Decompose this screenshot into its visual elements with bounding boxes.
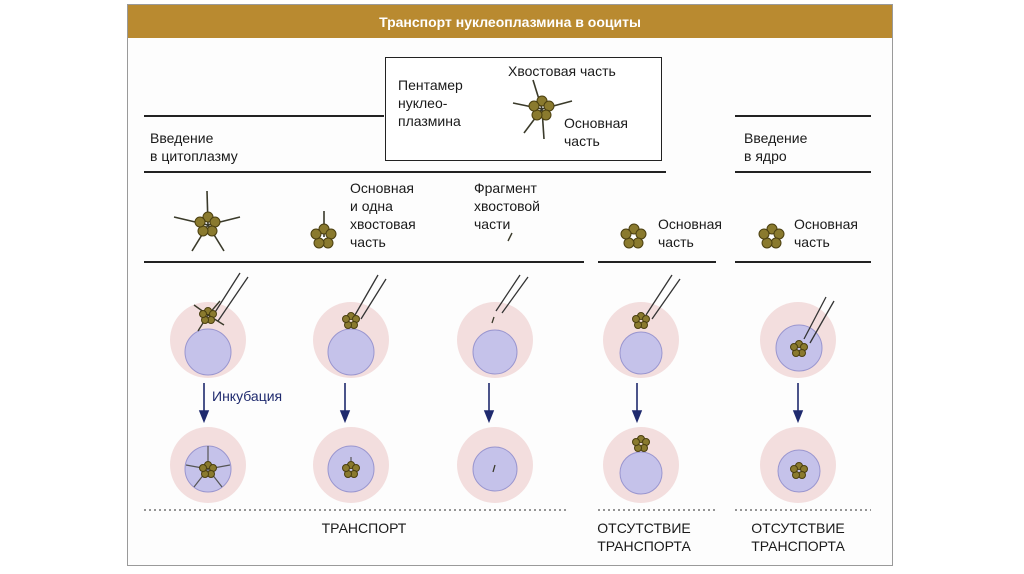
section-nucleus-label: Введение в ядро bbox=[744, 130, 808, 164]
rule-mid-right bbox=[735, 261, 871, 263]
oocyte-result-2 bbox=[313, 427, 389, 503]
figure-title: Транспорт нуклеоплазмина в ооциты bbox=[128, 5, 892, 38]
molecule-full-pentamer bbox=[173, 190, 241, 252]
oocyte-injection-2 bbox=[313, 274, 389, 378]
result-no-transport-nucleus: ОТСУТСТВИЕ ТРАНСПОРТА bbox=[751, 520, 845, 554]
rule-top-left bbox=[144, 115, 384, 117]
incubation-label: Инкубация bbox=[212, 388, 283, 404]
rule-section-right bbox=[735, 171, 871, 173]
legend-box: Пентамер нуклео- плазмина Хвостовая част… bbox=[385, 57, 662, 161]
oocyte-injection-4 bbox=[603, 274, 681, 378]
oocyte-result-5 bbox=[760, 427, 836, 503]
result-transport: ТРАНСПОРТ bbox=[321, 520, 407, 536]
diagram-graphics bbox=[144, 79, 871, 511]
legend-core-label: Основная часть bbox=[564, 115, 628, 149]
oocyte-injection-3 bbox=[457, 274, 533, 378]
result-no-transport-cyto: ОТСУТСТВИЕ ТРАНСПОРТА bbox=[597, 520, 691, 554]
molecule-core-one-tail bbox=[310, 211, 337, 249]
caption-core-one-tail: Основная и одна хвостовая часть bbox=[350, 180, 416, 250]
legend-pentamer-label: Пентамер нуклео- плазмина bbox=[398, 77, 463, 129]
legend-tail-label: Хвостовая часть bbox=[508, 63, 616, 79]
figure-frame: Транспорт нуклеоплазмина в ооциты Пентам… bbox=[127, 4, 893, 566]
incubation-arrows bbox=[198, 383, 804, 424]
oocyte-result-4 bbox=[603, 427, 679, 503]
molecule-core-nucleus bbox=[758, 223, 785, 249]
oocyte-injection-1 bbox=[170, 272, 249, 378]
oocyte-injection-5 bbox=[760, 296, 836, 378]
caption-tail-fragment: Фрагмент хвостовой части bbox=[474, 180, 540, 232]
caption-core-cyto: Основная часть bbox=[658, 216, 722, 250]
oocyte-result-1 bbox=[170, 427, 246, 503]
molecule-tail-fragment bbox=[507, 232, 513, 242]
legend-pentamer-icon bbox=[512, 79, 573, 140]
oocyte-result-3 bbox=[457, 427, 533, 503]
rule-top-right bbox=[735, 115, 871, 117]
rule-section-left bbox=[144, 171, 666, 173]
rule-mid-left bbox=[144, 261, 584, 263]
rule-mid-center bbox=[598, 261, 716, 263]
section-cytoplasm-label: Введение в цитоплазму bbox=[150, 130, 238, 164]
caption-core-nucleus: Основная часть bbox=[794, 216, 858, 250]
molecule-core-cyto bbox=[620, 223, 647, 249]
